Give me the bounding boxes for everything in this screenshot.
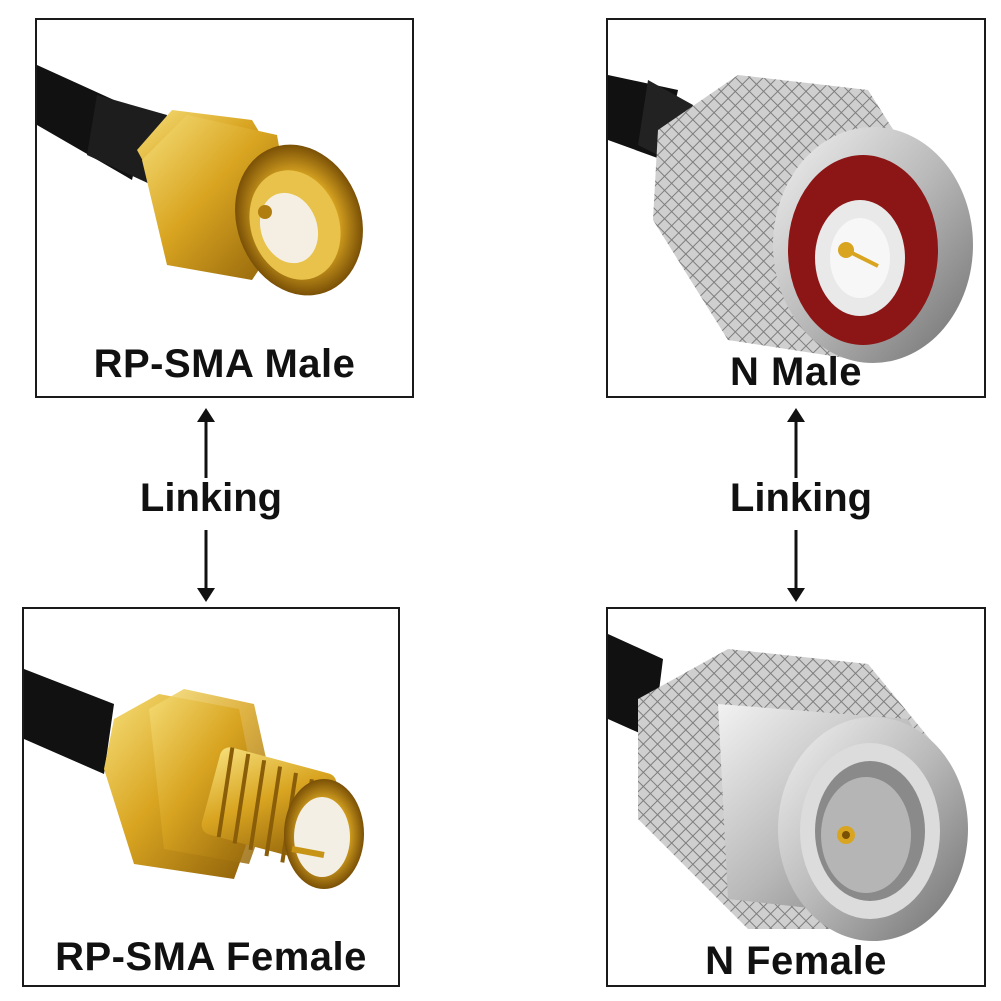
n-female-connector-image	[608, 634, 968, 941]
panel-n-male: N Male	[606, 18, 986, 398]
panel-rp-sma-male: RP-SMA Male	[35, 18, 414, 398]
label-n-female: N Female	[705, 939, 887, 983]
label-rp-sma-male: RP-SMA Male	[93, 342, 356, 386]
panel-n-female: N Female	[606, 607, 986, 987]
panel-rp-sma-female: RP-SMA Female	[22, 607, 400, 987]
label-n-male: N Male	[730, 350, 862, 394]
left-up-arrow-icon	[197, 408, 215, 478]
rp-sma-male-connector-image	[37, 65, 363, 296]
left-down-arrow-icon	[197, 530, 215, 602]
rp-sma-female-connector-image	[24, 669, 364, 889]
right-linking-label: Linking	[729, 476, 873, 520]
right-up-arrow-icon	[787, 408, 805, 478]
label-rp-sma-female: RP-SMA Female	[55, 935, 367, 979]
right-down-arrow-icon	[787, 530, 805, 602]
left-linking-label: Linking	[139, 476, 283, 520]
n-male-connector-image	[608, 75, 973, 363]
